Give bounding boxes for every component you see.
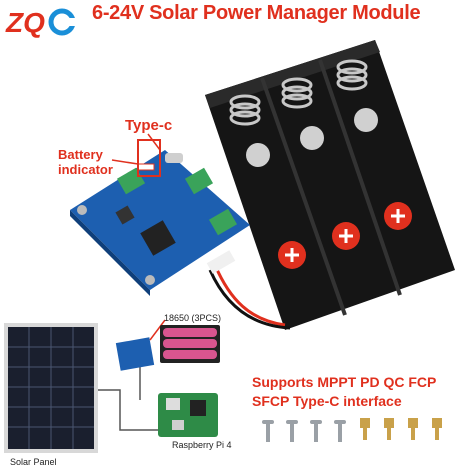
- raspberry-pi-label: Raspberry Pi 4: [172, 440, 232, 450]
- battery-indicator-line1: Battery: [58, 147, 103, 162]
- type-c-label: Type-c: [125, 117, 173, 134]
- positive-terminal-icons: [278, 202, 412, 269]
- battery-holder: [205, 40, 455, 330]
- mini-board: [115, 319, 166, 371]
- type-c-port: [165, 153, 183, 163]
- features-line1: Supports MPPT PD QC FCP: [252, 374, 437, 390]
- logo-graphic: ZQ: [5, 7, 76, 38]
- screw-set: [262, 420, 346, 442]
- standoff-set: [360, 418, 442, 440]
- features-line2: SFCP Type-C interface: [252, 393, 402, 409]
- raspberry-pi-board: [158, 393, 218, 437]
- solar-panel-label: Solar Panel: [10, 457, 57, 467]
- battery-indicator-label: Battery indicator: [58, 147, 113, 177]
- product-title: 6-24V Solar Power Manager Module: [92, 2, 421, 24]
- solar-panel: [4, 323, 98, 453]
- features-text: Supports MPPT PD QC FCP SFCP Type-C inte…: [252, 373, 472, 411]
- svg-text:ZQ: ZQ: [5, 7, 45, 38]
- power-manager-board: [70, 150, 250, 296]
- battery-indicator-line2: indicator: [58, 162, 113, 177]
- brand-logo: ZQ: [4, 4, 78, 40]
- battery-cells-label: 18650 (3PCS): [164, 313, 222, 323]
- battery-cells: [160, 325, 220, 363]
